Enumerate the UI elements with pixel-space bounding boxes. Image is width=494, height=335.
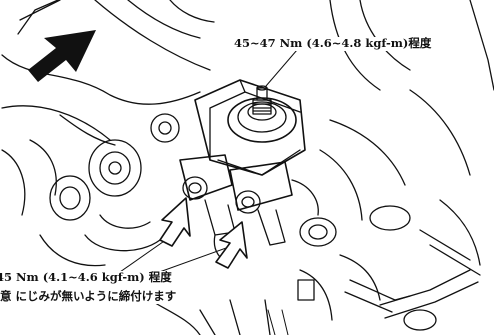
hose-fittings [179,154,337,263]
engine-body-right [149,0,494,335]
filter-housing [194,79,306,176]
lower-torque-label: 45 Nm (4.1~4.6 kgf-m) 程度 [0,271,174,285]
upper-torque-label: 45~47 Nm (4.6~4.8 kgf-m)程度 [232,36,434,51]
direction-arrow-icon [28,30,96,82]
pulley-group-left [39,113,180,267]
pointer-arrow-icon [159,197,248,269]
engine-block-upper-left [1,0,215,216]
tightening-note-label: 意 にじみが無いように締付けます [0,289,179,304]
